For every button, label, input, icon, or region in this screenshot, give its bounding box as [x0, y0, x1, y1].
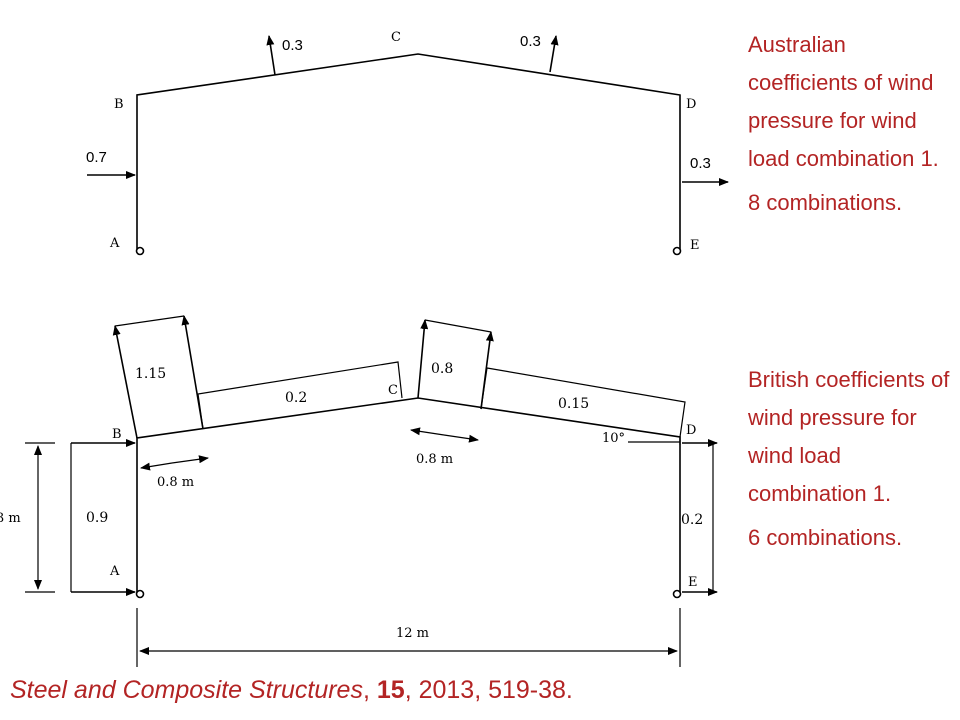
support-e-pin [672, 246, 682, 256]
dim-label-height: 3 m [0, 511, 21, 526]
node-label-a-bottom: A [109, 564, 120, 579]
british-frame-outline [136, 397, 681, 592]
british-note-text: British coefficients of wind pressure fo… [748, 367, 950, 506]
citation-journal: Steel and Composite Structures [10, 676, 363, 704]
arrow-b-zone-left [112, 325, 138, 439]
block-cd-outline [480, 367, 686, 438]
coef-de-top: 0.3 [690, 155, 711, 172]
coef-de-bottom: 0.2 [681, 512, 703, 528]
british-load-blocks [70, 315, 718, 596]
coef-ab-bottom: 0.9 [86, 510, 108, 526]
dim-label-zone-b: 0.8 m [157, 475, 194, 490]
support-e-pin-bottom [672, 589, 682, 599]
dim-zone-c-right [443, 434, 479, 443]
coef-c-zone: 0.8 [431, 361, 453, 377]
coef-ab-top: 0.7 [86, 149, 107, 166]
australian-frame-outline [136, 53, 681, 249]
british-frame [136, 397, 681, 592]
coef-cd-top: 0.3 [520, 33, 541, 50]
dim-label-span: 12 m [396, 626, 429, 641]
british-note-count: 6 combinations. [748, 525, 903, 550]
arrow-c-zone-left [417, 319, 429, 399]
citation: Steel and Composite Structures, 15, 2013… [10, 676, 573, 705]
node-label-e-top: E [690, 238, 700, 253]
citation-details: , 2013, 519-38. [404, 676, 573, 704]
dim-zone-b-left [140, 462, 173, 471]
arrow-cd-suction [549, 35, 559, 73]
british-dimensions [25, 427, 681, 667]
node-label-e-bottom: E [688, 575, 698, 590]
dim-zone-c-left [410, 427, 445, 436]
node-label-a-top: A [109, 236, 120, 251]
node-label-d-bottom: D [686, 423, 696, 438]
coef-cd-bottom: 0.15 [558, 396, 589, 412]
arrow-bc-suction [266, 35, 276, 76]
dim-zone-b-right [171, 455, 209, 464]
node-label-c-top: C [391, 30, 401, 45]
block-b-zone-top [114, 315, 185, 327]
dim-label-zone-c: 0.8 m [416, 452, 453, 467]
block-c-zone-top [424, 319, 492, 333]
block-bc-outline [197, 361, 403, 430]
node-label-c-bottom: C [388, 383, 398, 398]
node-label-d-top: D [686, 97, 696, 112]
australian-frame [87, 35, 729, 256]
dim-label-angle: 10° [602, 431, 625, 446]
node-label-b-bottom: B [112, 427, 122, 442]
support-a-pin [135, 246, 145, 256]
citation-separator: , [362, 676, 377, 704]
australian-note-text: Australian coefficients of wind pressure… [748, 32, 939, 171]
australian-note: Australian coefficients of wind pressure… [748, 26, 953, 222]
australian-note-count: 8 combinations. [748, 190, 903, 215]
coef-bc-top: 0.3 [282, 37, 303, 54]
coef-b-zone: 1.15 [135, 366, 166, 382]
node-label-b-top: B [114, 97, 124, 112]
coef-bc-bottom: 0.2 [285, 390, 307, 406]
support-a-pin-bottom [135, 589, 145, 599]
citation-volume: 15 [376, 676, 405, 704]
british-note: British coefficients of wind pressure fo… [748, 361, 953, 557]
